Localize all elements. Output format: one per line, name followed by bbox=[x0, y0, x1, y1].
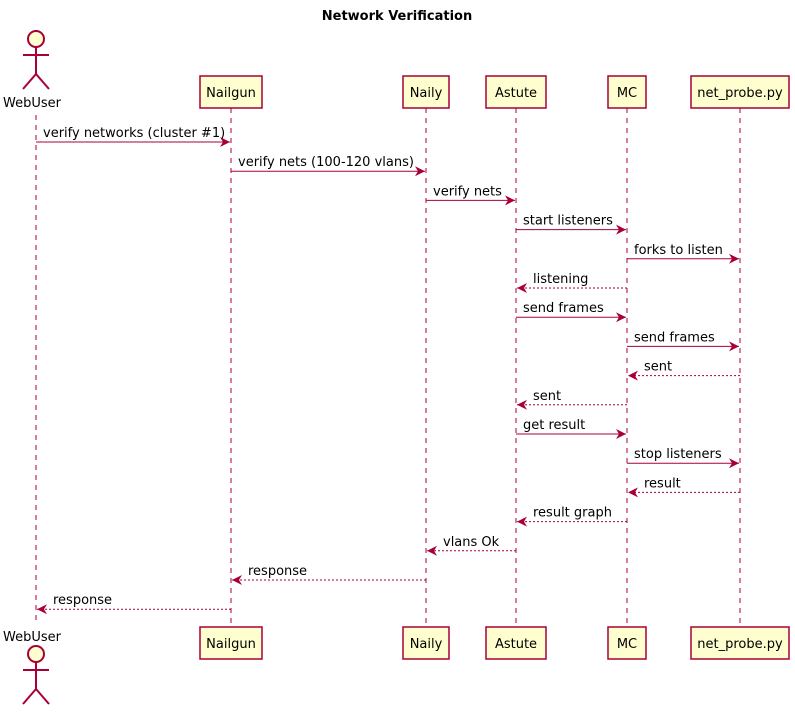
message-label: sent bbox=[533, 389, 561, 404]
message-label: sent bbox=[644, 360, 672, 375]
message: stop listeners bbox=[627, 447, 739, 469]
message-label: verify networks (cluster #1) bbox=[43, 126, 225, 141]
message: verify networks (cluster #1) bbox=[36, 126, 230, 147]
participant-box bbox=[402, 75, 450, 109]
participant-box bbox=[199, 626, 263, 660]
participant-net_probe-bottom: net_probe.py bbox=[690, 626, 790, 660]
message-label: forks to listen bbox=[634, 243, 723, 258]
message-label: verify nets (100-120 vlans) bbox=[238, 155, 414, 170]
participant-box bbox=[607, 626, 647, 660]
participant-box bbox=[199, 75, 263, 109]
participant-label: MC bbox=[617, 86, 637, 101]
participant-box bbox=[402, 626, 450, 660]
participant-net_probe-top: net_probe.py bbox=[690, 75, 790, 109]
participant-label: Astute bbox=[495, 86, 537, 101]
participant-box bbox=[690, 75, 790, 109]
participant-label: Astute bbox=[495, 637, 537, 652]
message-label: start listeners bbox=[523, 214, 613, 229]
message-label: response bbox=[248, 564, 307, 579]
messages: verify networks (cluster #1) verify nets … bbox=[36, 126, 740, 615]
participant-astute-bottom: Astute bbox=[485, 626, 547, 660]
participants-bottom: WebUser Nailgun Naily Astute MC net_probe.py bbox=[3, 626, 790, 705]
message: result graph bbox=[517, 506, 627, 527]
participant-label: Nailgun bbox=[206, 637, 256, 652]
participant-mc-top: MC bbox=[607, 75, 647, 109]
message: verify nets (100-120 vlans) bbox=[231, 155, 425, 177]
message: sent bbox=[517, 389, 627, 410]
message-label: verify nets bbox=[433, 184, 502, 199]
actor-icon bbox=[22, 645, 50, 705]
message: get result bbox=[516, 418, 626, 439]
participant-label: net_probe.py bbox=[697, 86, 783, 101]
participants-top: WebUser Nailgun Naily Astute MC net_probe.py bbox=[3, 30, 790, 111]
participant-label: net_probe.py bbox=[697, 637, 783, 652]
actor-webuser-bottom: WebUser bbox=[3, 630, 62, 705]
message-label: send frames bbox=[523, 301, 604, 316]
message: send frames bbox=[516, 301, 626, 323]
message: sent bbox=[628, 360, 740, 381]
message: response bbox=[232, 564, 426, 585]
message-label: stop listeners bbox=[634, 447, 722, 462]
lifelines bbox=[35, 108, 741, 627]
actor-label: WebUser bbox=[3, 630, 62, 645]
diagram-title: Network Verification bbox=[322, 9, 472, 24]
message-label: response bbox=[53, 593, 112, 608]
participant-box bbox=[690, 626, 790, 660]
participant-label: Nailgun bbox=[206, 86, 256, 101]
message-label: send frames bbox=[634, 330, 715, 345]
participant-mc-bottom: MC bbox=[607, 626, 647, 660]
message: response bbox=[37, 593, 231, 615]
message-label: result bbox=[644, 476, 681, 491]
actor-icon bbox=[22, 30, 50, 90]
message-label: vlans Ok bbox=[443, 535, 500, 550]
message-label: get result bbox=[523, 418, 585, 433]
participant-naily-bottom: Naily bbox=[402, 626, 450, 660]
participant-label: MC bbox=[617, 637, 637, 652]
participant-box bbox=[485, 626, 547, 660]
participant-astute-top: Astute bbox=[485, 75, 547, 109]
message-label: listening bbox=[533, 272, 588, 287]
participant-box bbox=[485, 75, 547, 109]
participant-label: Naily bbox=[410, 637, 443, 652]
actor-label: WebUser bbox=[3, 96, 62, 111]
message: listening bbox=[517, 272, 627, 293]
participant-box bbox=[607, 75, 647, 109]
participant-nailgun-top: Nailgun bbox=[199, 75, 263, 109]
message: verify nets bbox=[426, 184, 515, 206]
actor-webuser-top: WebUser bbox=[3, 30, 62, 111]
message-label: result graph bbox=[533, 506, 612, 521]
participant-naily-top: Naily bbox=[402, 75, 450, 109]
message: send frames bbox=[627, 330, 739, 352]
message: vlans Ok bbox=[427, 535, 516, 556]
message: forks to listen bbox=[627, 243, 739, 264]
participant-label: Naily bbox=[410, 86, 443, 101]
participant-nailgun-bottom: Nailgun bbox=[199, 626, 263, 660]
message: start listeners bbox=[516, 214, 626, 235]
message: result bbox=[628, 476, 740, 498]
